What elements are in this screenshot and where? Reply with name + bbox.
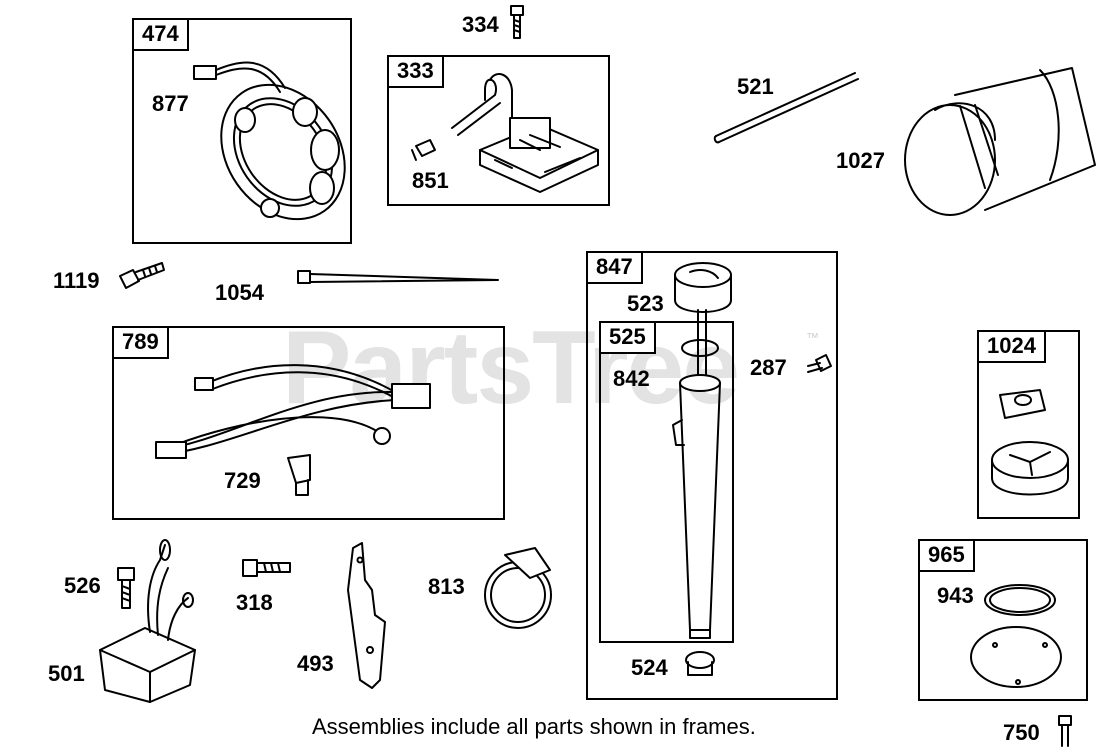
part-number-1054[interactable]: 1054: [215, 280, 264, 305]
frame-1024[interactable]: 1024: [977, 330, 1080, 519]
frame-label-333: 333: [389, 57, 444, 88]
part-number-526[interactable]: 526: [64, 573, 101, 598]
frame-474[interactable]: 474: [132, 18, 352, 244]
part-number-287[interactable]: 287: [750, 355, 787, 380]
cable-tie-icon[interactable]: [297, 270, 499, 284]
part-number-842[interactable]: 842: [613, 366, 650, 391]
part-number-750[interactable]: 750: [1003, 720, 1040, 745]
watermark: PartsTree: [282, 310, 740, 426]
part-number-729[interactable]: 729: [224, 468, 261, 493]
frame-label-525: 525: [601, 323, 656, 354]
watermark-trademark: ™: [806, 330, 819, 345]
frame-789[interactable]: 789: [112, 326, 505, 520]
part-number-493[interactable]: 493: [297, 651, 334, 676]
frame-label-474: 474: [134, 20, 189, 51]
part-number-1119[interactable]: 1119: [53, 268, 100, 293]
frame-333[interactable]: 333: [387, 55, 610, 206]
part-number-334[interactable]: 334: [462, 12, 499, 37]
gasket-icon[interactable]: [970, 584, 1062, 688]
ignition-module-icon[interactable]: [411, 73, 599, 193]
frame-965[interactable]: 965: [918, 539, 1088, 701]
part-number-851[interactable]: 851: [412, 168, 449, 193]
footer-note: Assemblies include all parts shown in fr…: [312, 714, 756, 739]
frame-label-789: 789: [114, 328, 169, 359]
oil-pump-rotor-icon[interactable]: [991, 389, 1069, 496]
part-number-521[interactable]: 521: [737, 74, 774, 99]
part-number-318[interactable]: 318: [236, 590, 273, 615]
rectifier-icon[interactable]: [99, 539, 196, 703]
bracket-icon[interactable]: [347, 542, 386, 689]
dipstick-icon[interactable]: [672, 262, 832, 676]
part-number-813[interactable]: 813: [428, 574, 465, 599]
tube-icon[interactable]: [713, 72, 859, 144]
bolt-icon[interactable]: [1058, 715, 1072, 747]
frame-label-965: 965: [920, 541, 975, 572]
stator-coil-icon[interactable]: [193, 61, 370, 243]
frame-525[interactable]: 525: [599, 321, 734, 643]
oil-filter-icon[interactable]: [904, 67, 1096, 216]
part-number-524[interactable]: 524: [631, 655, 668, 680]
part-number-523[interactable]: 523: [627, 291, 664, 316]
part-number-501[interactable]: 501: [48, 661, 85, 686]
part-number-1027[interactable]: 1027: [836, 148, 885, 173]
bolt-icon[interactable]: [117, 567, 135, 609]
wire-harness-icon[interactable]: [155, 364, 431, 496]
part-number-943[interactable]: 943: [937, 583, 974, 608]
frame-label-1024: 1024: [979, 332, 1046, 363]
bolt-icon[interactable]: [510, 5, 524, 39]
frame-847[interactable]: 847: [586, 251, 838, 700]
bolt-icon[interactable]: [242, 559, 291, 577]
hose-clamp-icon[interactable]: [484, 547, 552, 629]
frame-label-847: 847: [588, 253, 643, 284]
bolt-icon[interactable]: [119, 262, 165, 289]
part-number-877[interactable]: 877: [152, 91, 189, 116]
